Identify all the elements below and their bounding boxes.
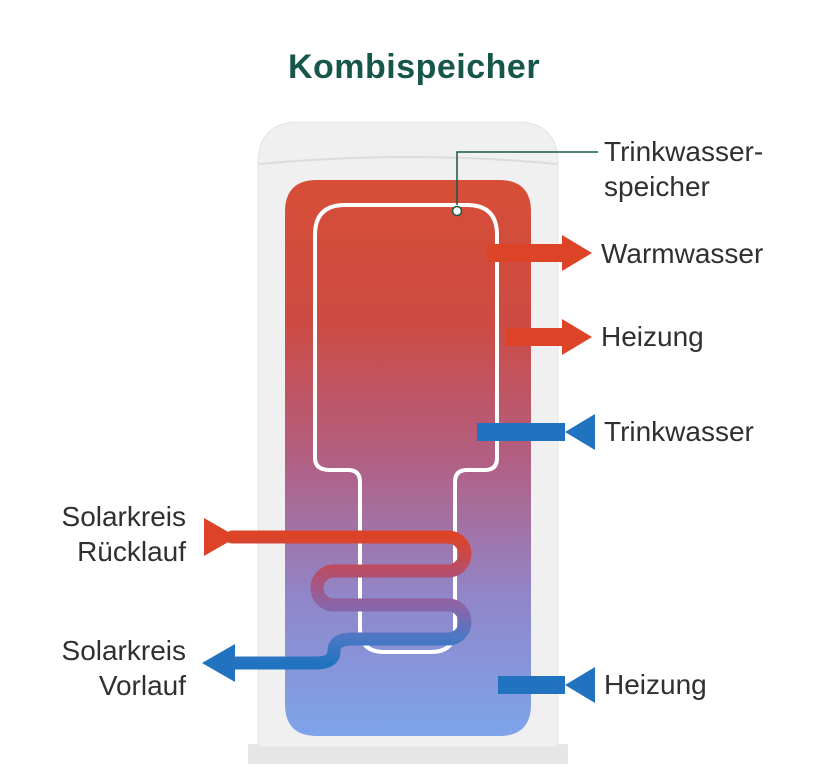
label-warmwasser: Warmwasser (601, 238, 764, 269)
tank-lid-seam (258, 156, 558, 165)
label-trinkwasserspeicher: Trinkwasser- speicher (604, 134, 763, 204)
label-solarkreis-ruecklauf-line1: Solarkreis (61, 501, 186, 532)
page-title: Kombispeicher (287, 48, 541, 86)
pointer-dot (451, 205, 463, 217)
label-solarkreis-vorlauf-line2: Vorlauf (98, 670, 186, 701)
label-solarkreis-ruecklauf-line2: Rücklauf (77, 536, 186, 567)
solar-ruecklauf-arrowhead (204, 518, 237, 556)
solar-vorlauf-arrowhead (202, 644, 235, 682)
tank-base (248, 744, 568, 764)
label-solarkreis-vorlauf: Solarkreis Vorlauf (20, 633, 186, 703)
label-heizung-out: Heizung (601, 321, 704, 352)
label-trinkwasser: Trinkwasser (604, 416, 754, 447)
heizung-out-arrow-shaft (505, 328, 562, 346)
pointer-line (456, 151, 598, 205)
label-heizung-in: Heizung (604, 669, 707, 700)
solar-coil (225, 530, 472, 670)
warmwasser-arrowhead (562, 235, 592, 271)
heizung-out-arrow (505, 319, 592, 355)
warmwasser-arrow (487, 235, 592, 271)
label-solarkreis-ruecklauf: Solarkreis Rücklauf (20, 499, 186, 569)
heizung-in-arrow-shaft (498, 676, 565, 694)
label-trinkwasserspeicher-line1: Trinkwasser- (604, 136, 764, 167)
label-trinkwasserspeicher-line2: speicher (604, 171, 710, 202)
label-solarkreis-vorlauf-line1: Solarkreis (61, 635, 186, 666)
trinkwasser-arrow-shaft (477, 423, 565, 441)
trinkwasser-arrowhead (565, 414, 595, 450)
heizung-out-arrowhead (562, 319, 592, 355)
heizung-in-arrowhead (565, 667, 595, 703)
trinkwasser-arrow (477, 414, 595, 450)
warmwasser-arrow-shaft (487, 244, 562, 262)
heizung-in-arrow (498, 667, 595, 703)
